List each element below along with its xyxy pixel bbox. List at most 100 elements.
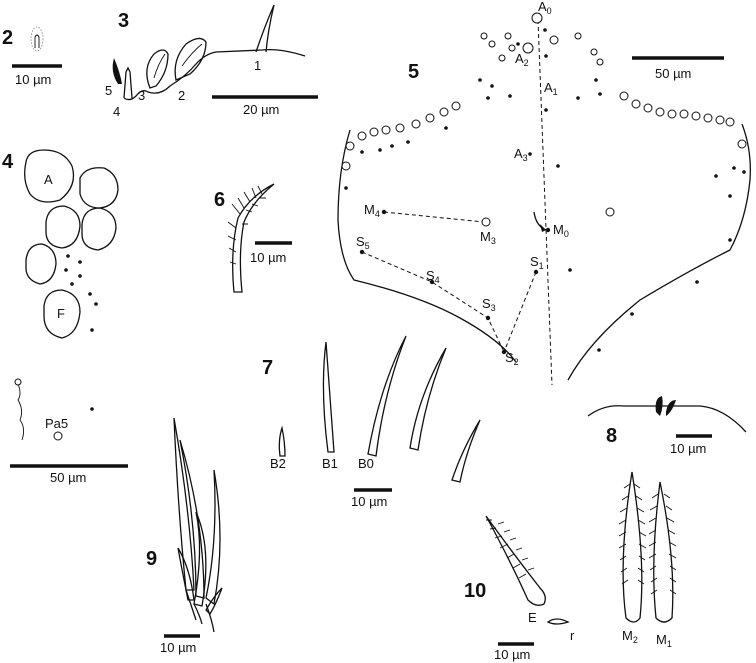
figure-number-5: 5 (408, 61, 419, 83)
seta-1 (255, 4, 275, 53)
scale-label-4: 50 µm (50, 470, 86, 485)
label-m2: M2 (622, 628, 638, 645)
claw-base (185, 589, 215, 633)
seta-7-e (451, 419, 481, 483)
panel-5: 5 (337, 0, 751, 386)
pseudocellus-pa5 (53, 431, 63, 441)
figure-number-7: 7 (262, 357, 273, 379)
eye-lens-a (24, 149, 75, 203)
label-m4: M4 (364, 202, 380, 219)
label-r: r (570, 628, 575, 643)
label-a3: A3 (514, 146, 528, 163)
sensillum-3-stripe (153, 53, 166, 79)
sensillum-2-stripe (181, 43, 203, 67)
figure-number-3: 3 (118, 10, 129, 32)
label-s1: S1 (530, 254, 544, 271)
label-a0: A0 (538, 0, 552, 16)
macrochaetae-open (341, 12, 747, 227)
scale-label-2: 10 µm (15, 72, 51, 87)
head-outline-left (337, 129, 517, 363)
panel-4-setae (64, 254, 98, 411)
m0-arrow (533, 211, 547, 231)
claw-seta-5 (177, 547, 195, 601)
cuticle-line (123, 48, 306, 101)
label-s3: S3 (482, 296, 496, 313)
panel-10: 10 E r M2 M1 10 µm (464, 471, 677, 662)
label-b2: B2 (270, 456, 286, 471)
panel-4: 4 A F Pa5 50 µm (2, 149, 128, 485)
panel-9: 9 10 µm (146, 417, 223, 655)
scale-label-10: 10 µm (494, 647, 530, 662)
eye-lens-e (25, 243, 57, 285)
scale-label-3: 20 µm (243, 102, 279, 117)
label-b1: B1 (322, 456, 338, 471)
seta-b1 (322, 341, 335, 453)
seta-b2 (278, 425, 286, 457)
link-m4-m3 (383, 211, 485, 223)
label-s4: S4 (426, 268, 440, 285)
scale-label-7: 10 µm (351, 494, 387, 509)
head-outline-right (567, 123, 751, 381)
link-s5-s2 (361, 251, 505, 353)
panel-7: 7 B1 B0 B2 10 µm (262, 335, 481, 509)
claw-seta-6 (205, 587, 223, 616)
seta-m2-cilia (618, 483, 647, 585)
pseudocellus-pa5-top (14, 378, 22, 386)
panel-3: 3 1 2 3 4 5 20 µm (105, 4, 318, 119)
label-4-f: F (57, 306, 65, 321)
sensillum-3 (146, 49, 169, 89)
label-m1: M1 (656, 632, 672, 649)
label-b0: B0 (358, 456, 374, 471)
label-4-pa5: Pa5 (45, 416, 68, 431)
eye-lens-b (79, 167, 119, 209)
sensillum-outline (30, 26, 44, 52)
panel-8: 8 10 µm (587, 396, 747, 456)
figure-number-4: 4 (2, 151, 14, 173)
seta-b0 (367, 335, 407, 457)
eye-lens-c (45, 205, 81, 249)
sensillum-pair-right (666, 400, 676, 416)
label-3-1: 1 (254, 58, 261, 73)
claw-seta-2 (179, 439, 205, 599)
seta-e (485, 515, 546, 606)
m0-arrow-head (540, 224, 546, 232)
figure-number-2: 2 (2, 27, 13, 49)
pseudocellus-trichome (17, 383, 25, 441)
label-4-a: A (44, 172, 53, 187)
sensillum-2 (174, 37, 207, 81)
seta-m2 (622, 471, 643, 623)
label-s2: S2 (505, 350, 519, 367)
seta-m1 (653, 481, 674, 623)
sensillum-pair-left (655, 396, 663, 416)
scale-label-5: 50 µm (655, 66, 691, 81)
figure-number-8: 8 (606, 425, 617, 447)
sensillum-4 (123, 66, 133, 99)
midline (537, 19, 553, 386)
seta-e-cilia (486, 519, 535, 579)
link-s1-s2 (503, 271, 537, 353)
sensillum-body (34, 34, 40, 48)
figure-number-10: 10 (464, 580, 486, 602)
label-3-2: 2 (178, 88, 185, 103)
figure-number-6: 6 (214, 189, 225, 211)
scale-label-8: 10 µm (670, 441, 706, 456)
eye-lens-d (81, 207, 117, 251)
panel-2: 2 10 µm (2, 26, 62, 87)
seta-cilia (227, 185, 266, 265)
claw-seta-3 (205, 469, 221, 606)
seta-r (546, 618, 570, 625)
label-a2: A2 (515, 51, 529, 68)
claw-seta-4 (193, 511, 207, 607)
sensillum-5 (112, 58, 122, 84)
microchaetae (344, 28, 746, 355)
eye-lens-f (43, 289, 81, 339)
label-s5: S5 (356, 234, 370, 251)
label-3-5: 5 (105, 83, 112, 98)
scale-label-9: 10 µm (160, 640, 196, 655)
scale-label-6: 10 µm (250, 250, 286, 265)
seta-7-d (409, 347, 447, 451)
claw-seta-1 (173, 417, 195, 591)
label-3-4: 4 (113, 104, 120, 119)
figure-number-9: 9 (146, 548, 157, 570)
label-m3: M3 (480, 229, 496, 246)
